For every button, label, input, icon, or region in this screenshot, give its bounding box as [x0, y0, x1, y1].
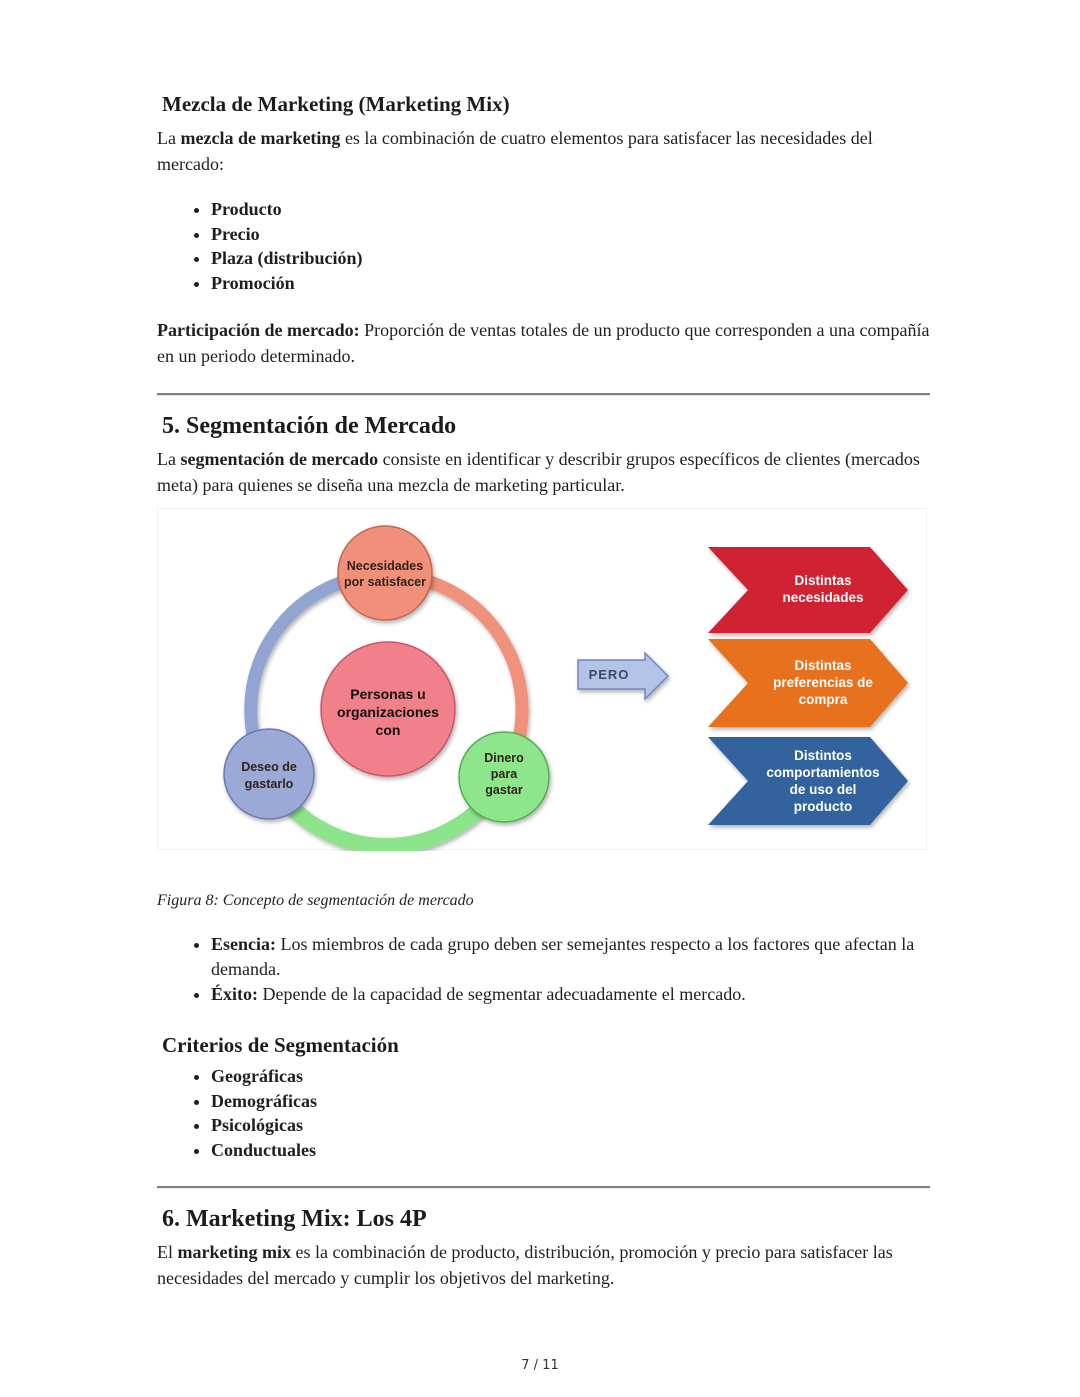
- paragraph-segmentacion: La segmentación de mercado consiste en i…: [157, 446, 930, 498]
- list-item: Éxito: Depende de la capacidad de segmen…: [211, 982, 930, 1007]
- chevron-label: preferencias de: [773, 675, 873, 690]
- circle-necesidades-label: por satisfacer: [344, 575, 426, 589]
- list-item: Demográficas: [211, 1089, 930, 1114]
- list-item: Psicológicas: [211, 1113, 930, 1138]
- circle-deseo-label: gastarlo: [245, 777, 294, 791]
- paragraph-bold: mezcla de marketing: [180, 128, 341, 148]
- chevron-distintas-necesidades: [708, 547, 908, 633]
- paragraph-text: es la combinación de producto, distribuc…: [157, 1242, 893, 1288]
- circle-personas-label: organizaciones: [337, 704, 439, 720]
- circle-personas: [320, 641, 456, 777]
- chevron-distintas-preferencias: [708, 639, 908, 727]
- paragraph-text: es la combinación de cuatro elementos pa…: [157, 128, 873, 174]
- page-content: Mezcla de Marketing (Marketing Mix) La m…: [157, 92, 930, 1291]
- pero-arrow-label: PERO: [589, 667, 630, 682]
- circle-dinero-label: para: [491, 767, 518, 781]
- segmentation-diagram-svg: Necesidades por satisfacer Personas u or…: [223, 525, 908, 855]
- paragraph-mezcla: La mezcla de marketing es la combinación…: [157, 125, 930, 177]
- bullet-bold: Esencia:: [211, 934, 276, 954]
- circle-necesidades-label: Necesidades: [347, 559, 423, 573]
- pero-arrow-icon: [577, 651, 670, 701]
- segmentacion-bullet-list: Esencia: Los miembros de cada grupo debe…: [157, 932, 930, 1007]
- list-item: Precio: [211, 222, 930, 247]
- paragraph-text: La: [157, 128, 181, 148]
- chevron-label: de uso del: [790, 782, 857, 797]
- paragraph-text: Proporción de ventas totales de un produ…: [157, 320, 930, 366]
- circle-personas-label: Personas u: [350, 686, 425, 702]
- bullet-text: Depende de la capacidad de segmentar ade…: [258, 984, 746, 1004]
- heading-marketing-mix: 6. Marketing Mix: Los 4P: [162, 1206, 427, 1232]
- paragraph-marketing-mix: El marketing mix es la combinación de pr…: [157, 1239, 930, 1291]
- circle-personas-label: con: [376, 722, 401, 738]
- chevron-label: Distintos: [794, 748, 852, 763]
- paragraph-bold: marketing mix: [177, 1242, 291, 1262]
- circle-deseo: [223, 728, 315, 820]
- circle-dinero-label: gastar: [485, 783, 523, 797]
- circle-dinero-label: Dinero: [484, 751, 524, 765]
- chevron-label: necesidades: [782, 590, 863, 605]
- section-divider: [157, 1186, 930, 1189]
- heading-segmentacion: 5. Segmentación de Mercado: [162, 413, 457, 439]
- bullet-text: Los miembros de cada grupo deben ser sem…: [211, 934, 915, 979]
- section-divider: [157, 393, 930, 396]
- chevron-distintos-comportamientos: [708, 737, 908, 825]
- segmentation-diagram: Necesidades por satisfacer Personas u or…: [157, 508, 927, 855]
- chevron-label: Distintas: [794, 573, 851, 588]
- heading-criterios: Criterios de Segmentación: [162, 1033, 399, 1057]
- circle-deseo-label: Deseo de: [241, 760, 297, 774]
- paragraph-text: El: [157, 1242, 178, 1262]
- mezcla-bullet-list: Producto Precio Plaza (distribución) Pro…: [157, 197, 930, 295]
- criterios-bullet-list: Geográficas Demográficas Psicológicas Co…: [157, 1064, 930, 1162]
- list-item: Geográficas: [211, 1064, 930, 1089]
- paragraph-bold: segmentación de mercado: [180, 449, 379, 469]
- list-item: Promoción: [211, 271, 930, 296]
- figure-caption: Figura 8: Concepto de segmentación de me…: [157, 892, 474, 909]
- chevron-label: producto: [794, 799, 853, 814]
- paragraph-participacion: Participación de mercado: Proporción de …: [157, 317, 930, 369]
- bullet-bold: Éxito:: [211, 984, 258, 1004]
- list-item: Conductuales: [211, 1138, 930, 1163]
- paragraph-text: La: [157, 449, 181, 469]
- list-item: Esencia: Los miembros de cada grupo debe…: [211, 932, 930, 982]
- chevron-label: comportamientos: [766, 765, 879, 780]
- heading-mezcla: Mezcla de Marketing (Marketing Mix): [162, 92, 510, 116]
- circle-necesidades: [337, 525, 433, 621]
- list-item: Producto: [211, 197, 930, 222]
- page-number: 7 / 11: [521, 1358, 559, 1373]
- circle-dinero: [458, 731, 550, 823]
- chevron-label: Distintas: [794, 658, 851, 673]
- paragraph-text: consiste en identificar y describir grup…: [157, 449, 920, 495]
- paragraph-bold: Participación de mercado:: [157, 320, 360, 340]
- chevron-label: compra: [799, 692, 848, 707]
- list-item: Plaza (distribución): [211, 246, 930, 271]
